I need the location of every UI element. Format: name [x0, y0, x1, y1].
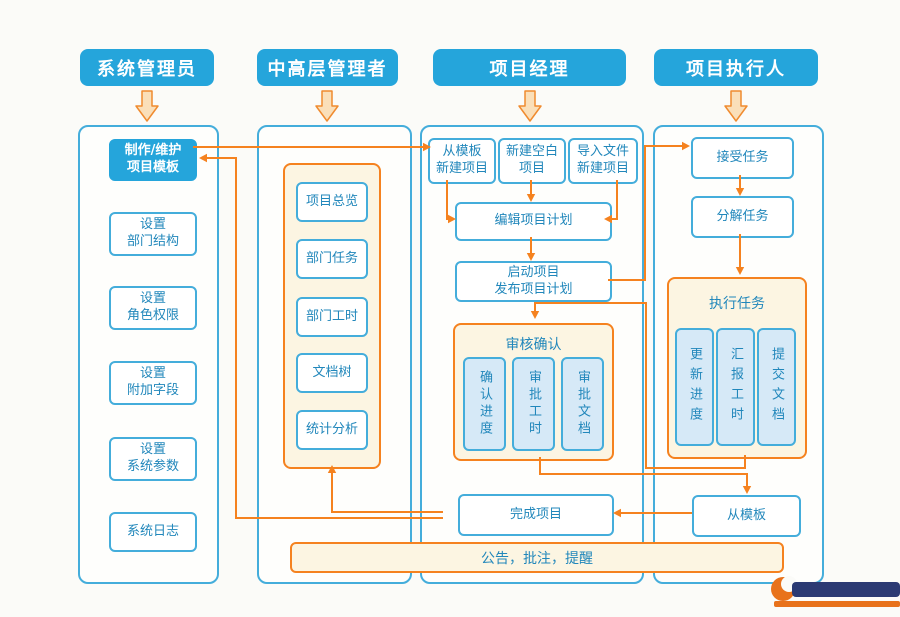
node-launch-project: 启动项目 发布项目计划 [455, 261, 612, 302]
lane-admin [78, 125, 219, 584]
node-set-roles: 设置 角色权限 [109, 286, 197, 330]
node-statistics: 统计分析 [296, 410, 368, 450]
node-approve-docs: 审批文档 [561, 357, 604, 451]
node-set-params: 设置 系统参数 [109, 437, 197, 481]
block-arrow-pm [518, 90, 542, 122]
node-accept-task: 接受任务 [691, 137, 794, 179]
node-dept-tasks: 部门任务 [296, 239, 368, 279]
node-doc-tree: 文档树 [296, 353, 368, 393]
header-managers: 中高层管理者 [257, 49, 398, 86]
node-make-template: 制作/维护 项目模板 [109, 139, 197, 181]
node-project-overview: 项目总览 [296, 182, 368, 222]
node-edit-plan: 编辑项目计划 [455, 202, 612, 241]
node-new-from-template: 从模板 新建项目 [428, 138, 496, 184]
node-new-blank: 新建空白 项目 [498, 138, 566, 184]
node-submit-docs: 提交文档 [757, 328, 796, 446]
node-report-hours: 汇报工时 [716, 328, 755, 446]
block-arrow-admin [135, 90, 159, 122]
node-set-department: 设置 部门结构 [109, 212, 197, 256]
notice-bar: 公告，批注，提醒 [290, 542, 784, 573]
node-finish-project: 完成项目 [458, 494, 614, 536]
node-dept-hours: 部门工时 [296, 297, 368, 337]
node-save-as-template: 从模板 [692, 495, 801, 537]
node-confirm-progress: 确认进度 [463, 357, 506, 451]
vendor-logo-mark [771, 576, 900, 607]
group-review-title: 审核确认 [505, 337, 562, 353]
header-admin: 系统管理员 [80, 49, 214, 86]
block-arrow-executor [724, 90, 748, 122]
header-executor: 项目执行人 [654, 49, 818, 86]
vendor-logo [770, 574, 900, 614]
node-split-task: 分解任务 [691, 196, 794, 238]
node-update-progress: 更新进度 [675, 328, 714, 446]
node-approve-hours: 审批工时 [512, 357, 555, 451]
node-import-file: 导入文件 新建项目 [568, 138, 638, 184]
node-system-log: 系统日志 [109, 512, 197, 552]
node-set-fields: 设置 附加字段 [109, 361, 197, 405]
block-arrow-managers [315, 90, 339, 122]
group-execute-title: 执行任务 [709, 296, 765, 312]
header-pm: 项目经理 [433, 49, 626, 86]
